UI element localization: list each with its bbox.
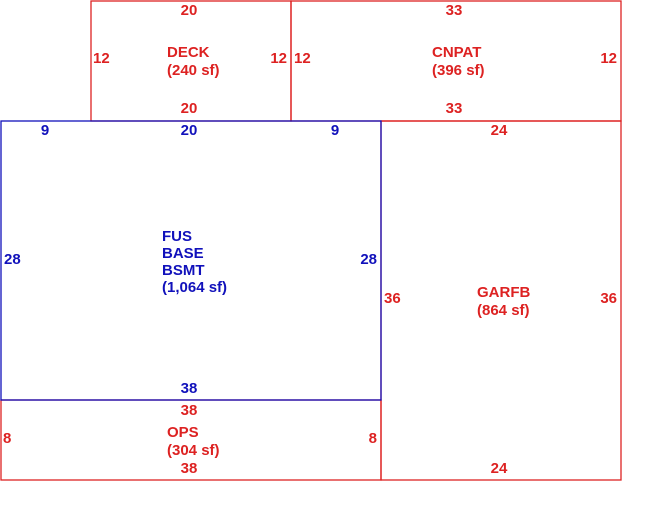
fus-outline: [0, 120, 382, 401]
area-deck: DECK (240 sf) 20 20 12 12: [90, 0, 292, 122]
garfb-area-label: (864 sf): [477, 302, 530, 319]
fus-top-right-dim: 9: [331, 122, 339, 139]
garfb-left-dim: 36: [384, 290, 401, 307]
ops-area-label: (304 sf): [167, 442, 220, 459]
garfb-right-dim: 36: [600, 290, 617, 307]
ops-right-dim: 8: [369, 430, 377, 447]
fus-bsmt-label: BSMT: [162, 262, 205, 279]
area-cnpat: CNPAT (396 sf) 33 33 12 12: [290, 0, 622, 122]
cnpat-bottom-dim: 33: [446, 100, 463, 117]
fus-top-left-dim: 9: [41, 122, 49, 139]
ops-bottom-dim: 38: [181, 460, 198, 477]
deck-left-dim: 12: [93, 50, 110, 67]
fus-name-label: FUS: [162, 228, 192, 245]
deck-right-dim: 12: [270, 50, 287, 67]
deck-area-label: (240 sf): [167, 62, 220, 79]
fus-top-center-dim: 20: [181, 122, 198, 139]
fus-right-dim: 28: [360, 251, 377, 268]
deck-top-dim: 20: [181, 2, 198, 19]
garfb-name-label: GARFB: [477, 284, 530, 301]
ops-top-dim: 38: [181, 402, 198, 419]
fus-left-dim: 28: [4, 251, 21, 268]
cnpat-right-dim: 12: [600, 50, 617, 67]
cnpat-left-dim: 12: [294, 50, 311, 67]
garfb-top-dim: 24: [491, 122, 508, 139]
area-garfb: GARFB (864 sf) 24 24 36 36: [380, 120, 622, 481]
ops-name-label: OPS: [167, 424, 199, 441]
fus-area-label: (1,064 sf): [162, 279, 227, 296]
cnpat-top-dim: 33: [446, 2, 463, 19]
deck-bottom-dim: 20: [181, 100, 198, 117]
cnpat-name-label: CNPAT: [432, 44, 481, 61]
ops-left-dim: 8: [3, 430, 11, 447]
area-ops: OPS (304 sf) 38 38 8 8: [0, 399, 382, 481]
fus-bottom-dim: 38: [181, 380, 198, 397]
fus-base-label: BASE: [162, 245, 204, 262]
area-fus-base-bsmt: FUS BASE BSMT (1,064 sf) 20 9 9 28 28 38: [0, 120, 382, 401]
garfb-bottom-dim: 24: [491, 460, 508, 477]
cnpat-area-label: (396 sf): [432, 62, 485, 79]
deck-name-label: DECK: [167, 44, 210, 61]
